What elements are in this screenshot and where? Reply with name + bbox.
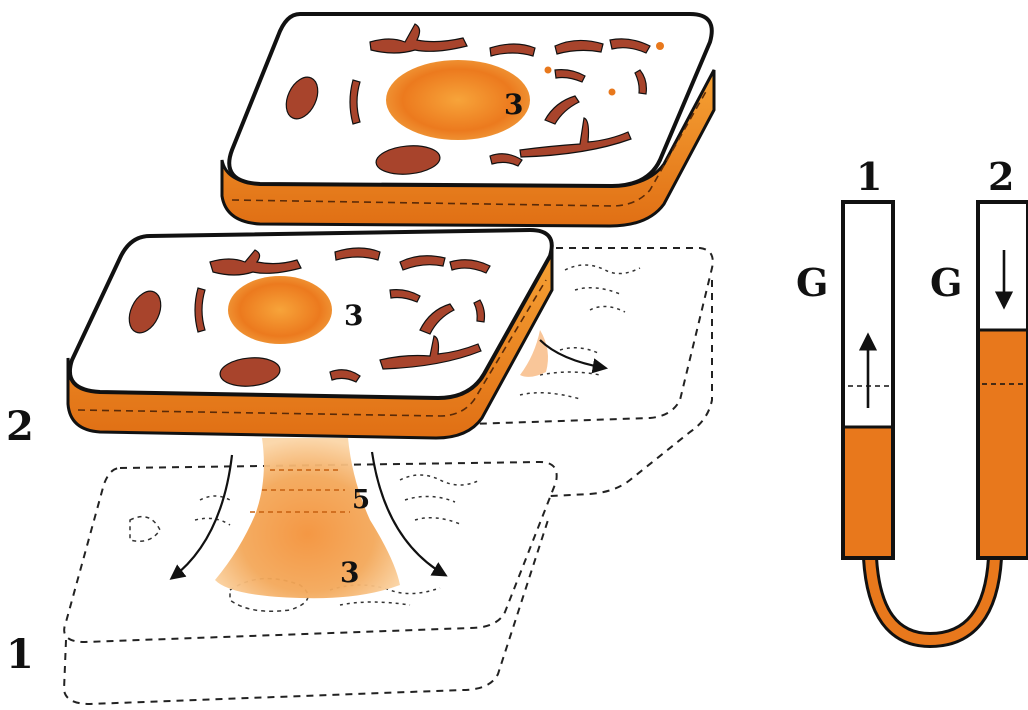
tube-right-liquid [978,330,1028,558]
cell-middle: 3 [68,230,552,438]
g-left-label: G [796,260,828,305]
u-tube: 1 2 G G [796,154,1028,640]
channel-label: 5 [352,485,370,515]
cell-bottom-label: 1 [6,631,34,678]
nucleus-middle [228,276,332,344]
tube-left-liquid [843,428,893,558]
cell-middle-label: 2 [6,403,34,450]
tube-left-label: 1 [856,154,882,199]
cell-top: 3 [222,14,714,226]
arrow-back-right [540,340,605,368]
g-right-label: G [930,260,962,305]
cytoplasm-flow-label: 3 [340,556,359,589]
arrow-left-down [172,455,232,578]
tube-right-label: 2 [988,154,1014,199]
nucleus-top-label: 3 [504,88,523,121]
nucleus-middle-label: 3 [344,299,363,332]
